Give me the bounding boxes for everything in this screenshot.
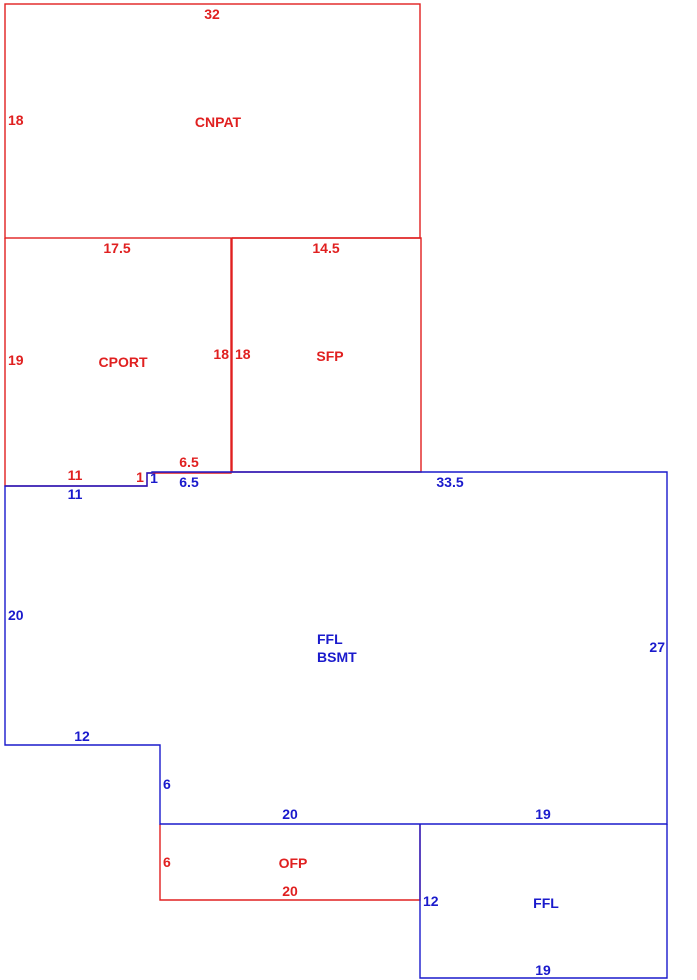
ffl-outline [419,824,668,979]
ofp-left-dim: 6 [163,854,171,870]
cport-label: CPORT [99,354,148,370]
ffl-bsmt-bottom-dim-a: 20 [282,806,298,822]
ffl-bsmt-left-dim: 20 [8,607,24,623]
sfp-top-dim: 14.5 [312,240,339,256]
cport-left-dim: 19 [8,352,24,368]
ffl-bsmt-label-line2: BSMT [317,649,357,665]
cport-right-dim: 18 [213,346,229,362]
sfp-left-dim: 18 [235,346,251,362]
ffl-bsmt-top-dim-b: 1 [150,470,158,486]
ffl-left-dim: 12 [423,893,439,909]
cnpat-label: CNPAT [195,114,242,130]
ffl-bsmt-step-side-dim: 6 [163,776,171,792]
sfp-label: SFP [316,348,343,364]
cnpat-outline [4,3,421,239]
ffl-bsmt-right-dim: 27 [649,639,665,655]
cnpat-top-dim: 32 [204,6,220,22]
cport-bottom-dim-b: 1 [136,469,144,485]
ffl-bsmt-top-dim-c: 6.5 [179,474,199,490]
ofp-label: OFP [279,855,308,871]
ffl-bsmt-top-dim-d: 33.5 [436,474,463,490]
cnpat-left-dim: 18 [8,112,24,128]
ffl-bsmt-bottom-dim-b: 19 [535,806,551,822]
ffl-bottom-dim: 19 [535,962,551,978]
ffl-label: FFL [533,895,559,911]
cport-top-dim: 17.5 [103,240,130,256]
ffl-bsmt-outline [4,471,668,825]
cport-bottom-dim-a: 11 [68,467,83,483]
ffl-bsmt-step-top-dim: 12 [74,728,90,744]
ffl-bsmt-label-line1: FFL [317,631,343,647]
cport-bottom-dim-c: 6.5 [179,454,199,470]
ffl-bsmt-top-dim-a: 11 [68,486,83,502]
ofp-bottom-dim: 20 [282,883,298,899]
